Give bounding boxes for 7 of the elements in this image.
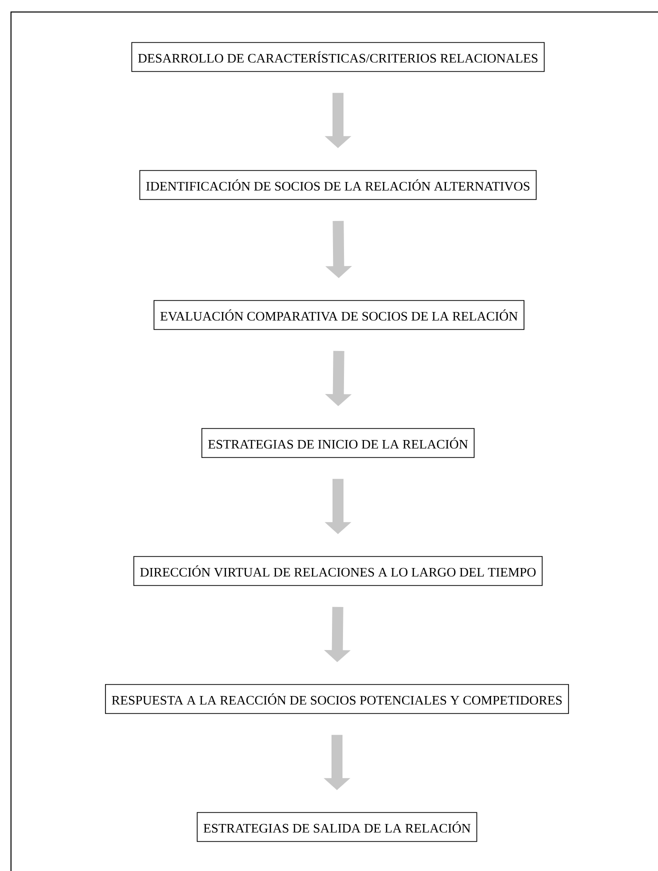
- process-box: RESPUESTA A LA REACCIÓN DE SOCIOS POTENCIALES Y COMPETIDORES: [105, 684, 569, 714]
- process-box: DESARROLLO DE CARACTERÍSTICAS/CRITERIOS RELACIONALES: [131, 42, 545, 72]
- process-box: IDENTIFICACIÓN DE SOCIOS DE LA RELACIÓN ALTERNATIVOS: [139, 170, 537, 200]
- process-box: ESTRATEGIAS DE SALIDA DE LA RELACIÓN: [196, 812, 478, 842]
- process-box: DIRECCIÓN VIRTUAL DE RELACIONES A LO LARGO DEL TIEMPO: [133, 556, 543, 586]
- process-box: EVALUACIÓN COMPARATIVA DE SOCIOS DE LA RELACIÓN: [154, 300, 524, 330]
- process-box: ESTRATEGIAS DE INICIO DE LA RELACIÓN: [201, 428, 475, 458]
